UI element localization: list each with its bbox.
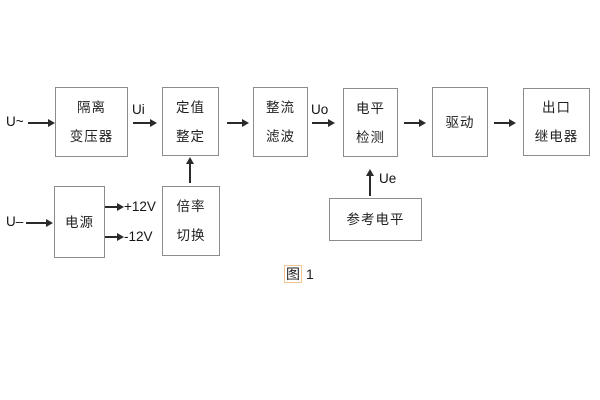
signal-label-uo: Uo	[311, 102, 329, 117]
block-text: 参考电平	[346, 211, 405, 227]
block-text-line2: 滤波	[266, 129, 295, 144]
block-power-supply: 电源	[54, 186, 105, 258]
signal-label-ui: Ui	[132, 102, 145, 117]
block-level-detect: 电平 检测	[343, 88, 398, 157]
arrow-level-to-driver	[404, 122, 419, 124]
arrow-power-plus12v	[105, 206, 117, 208]
input-label-dc: U–	[6, 214, 24, 229]
block-text-line1: 出口	[542, 100, 571, 115]
block-text-line1: 倍率	[176, 199, 206, 214]
block-driver: 驱动	[432, 87, 488, 157]
arrow-dc-input-to-power	[26, 222, 46, 224]
block-text-line2: 继电器	[534, 129, 579, 144]
figure-caption-number: 1	[306, 266, 314, 282]
rail-label-plus12v: +12V	[124, 199, 156, 214]
signal-label-ue: Ue	[379, 171, 397, 186]
block-text-line1: 定值	[176, 99, 205, 115]
block-text-line1: 整流	[266, 100, 295, 115]
block-text-line1: 隔离	[77, 100, 106, 115]
block-text-line2: 切换	[176, 228, 206, 243]
block-rectifier-filter: 整流 滤波	[253, 87, 308, 157]
block-setting-adjust: 定值 整定	[162, 87, 219, 156]
arrow-setting-to-rectifier	[227, 122, 242, 124]
block-text-line1: 电平	[356, 100, 385, 116]
block-ratio-switch: 倍率 切换	[162, 186, 220, 256]
rail-label-minus12v: -12V	[124, 229, 153, 244]
arrow-driver-to-relay	[494, 122, 509, 124]
input-label-ac: U~	[6, 114, 24, 129]
arrow-power-minus12v	[105, 236, 117, 238]
block-text-line2: 整定	[176, 128, 205, 144]
block-text-line2: 变压器	[69, 129, 114, 144]
arrow-isolation-to-setting	[133, 122, 150, 124]
block-text-line2: 检测	[356, 129, 385, 145]
block-text: 电源	[65, 214, 94, 230]
arrow-rectifier-to-level	[312, 122, 328, 124]
arrow-ratio-to-setting	[189, 164, 191, 183]
arrow-ac-input-to-isolation	[28, 122, 48, 124]
figure-caption-prefix: 图	[284, 265, 302, 283]
arrow-reference-to-level	[369, 176, 371, 196]
block-output-relay: 出口 继电器	[523, 88, 590, 156]
block-isolation-transformer: 隔离 变压器	[55, 87, 128, 157]
block-text: 驱动	[445, 114, 475, 130]
block-reference-level: 参考电平	[329, 198, 422, 241]
